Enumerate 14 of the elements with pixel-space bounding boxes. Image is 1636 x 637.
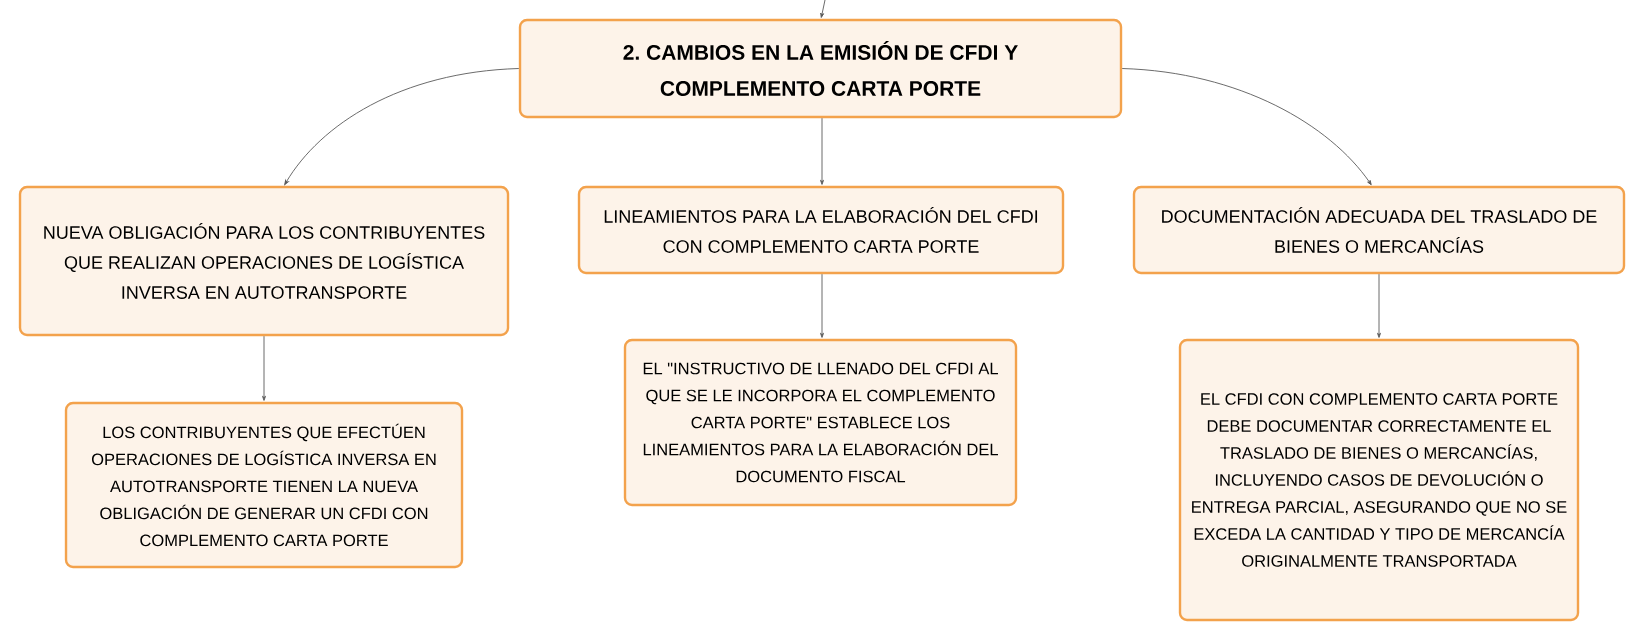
connector-arrow xyxy=(820,0,826,18)
connector-arrow xyxy=(1377,273,1381,338)
subtopic-box: DOCUMENTACIÓN ADECUADA DEL TRASLADO DE BIENES O MERCANCÍAS xyxy=(1132,185,1626,275)
detail-box: EL "INSTRUCTIVO DE LLENADO DEL CFDI AL QUE SE LE INCORPORA EL COMPLEMENTO CARTA PORTE" ESTABLECE LOS LINEAMIENTOS PARA LA ELABORACIÓN DEL DOCUMENTO FISCAL xyxy=(623,338,1018,507)
detail-box: LOS CONTRIBUYENTES QUE EFECTÚEN OPERACIONES DE LOGÍSTICA INVERSA EN AUTOTRANSPORTE TIENEN LA NUEVA OBLIGACIÓN DE GENERAR UN CFDI CON COMPLEMENTO CARTA PORTE xyxy=(64,401,464,569)
connector-arrow xyxy=(284,68,520,186)
subtopic-box: NUEVA OBLIGACIÓN PARA LOS CONTRIBUYENTES QUE REALIZAN OPERACIONES DE LOGÍSTICA INVERSA EN AUTOTRANSPORTE xyxy=(18,185,510,337)
detail-box: EL CFDI CON COMPLEMENTO CARTA PORTE DEBE DOCUMENTAR CORRECTAMENTE EL TRASLADO DE BIENES O MERCANCÍAS, INCLUYENDO CASOS DE DEVOLUCIÓN O ENTREGA PARCIAL, ASEGURANDO QUE NO SE EXCEDA LA CANTIDAD Y TIPO DE MERCANCÍA ORIGINALMENTE TRANSPORTADA xyxy=(1178,338,1580,622)
connector-arrow xyxy=(820,273,824,338)
connector-arrow xyxy=(1121,68,1372,186)
connector-arrow xyxy=(820,117,824,185)
subtopic-box: LINEAMIENTOS PARA LA ELABORACIÓN DEL CFDI CON COMPLEMENTO CARTA PORTE xyxy=(577,185,1065,275)
connector-arrow xyxy=(262,335,266,401)
topic-box: 2. CAMBIOS EN LA EMISIÓN DE CFDI Y COMPLEMENTO CARTA PORTE xyxy=(518,18,1123,119)
